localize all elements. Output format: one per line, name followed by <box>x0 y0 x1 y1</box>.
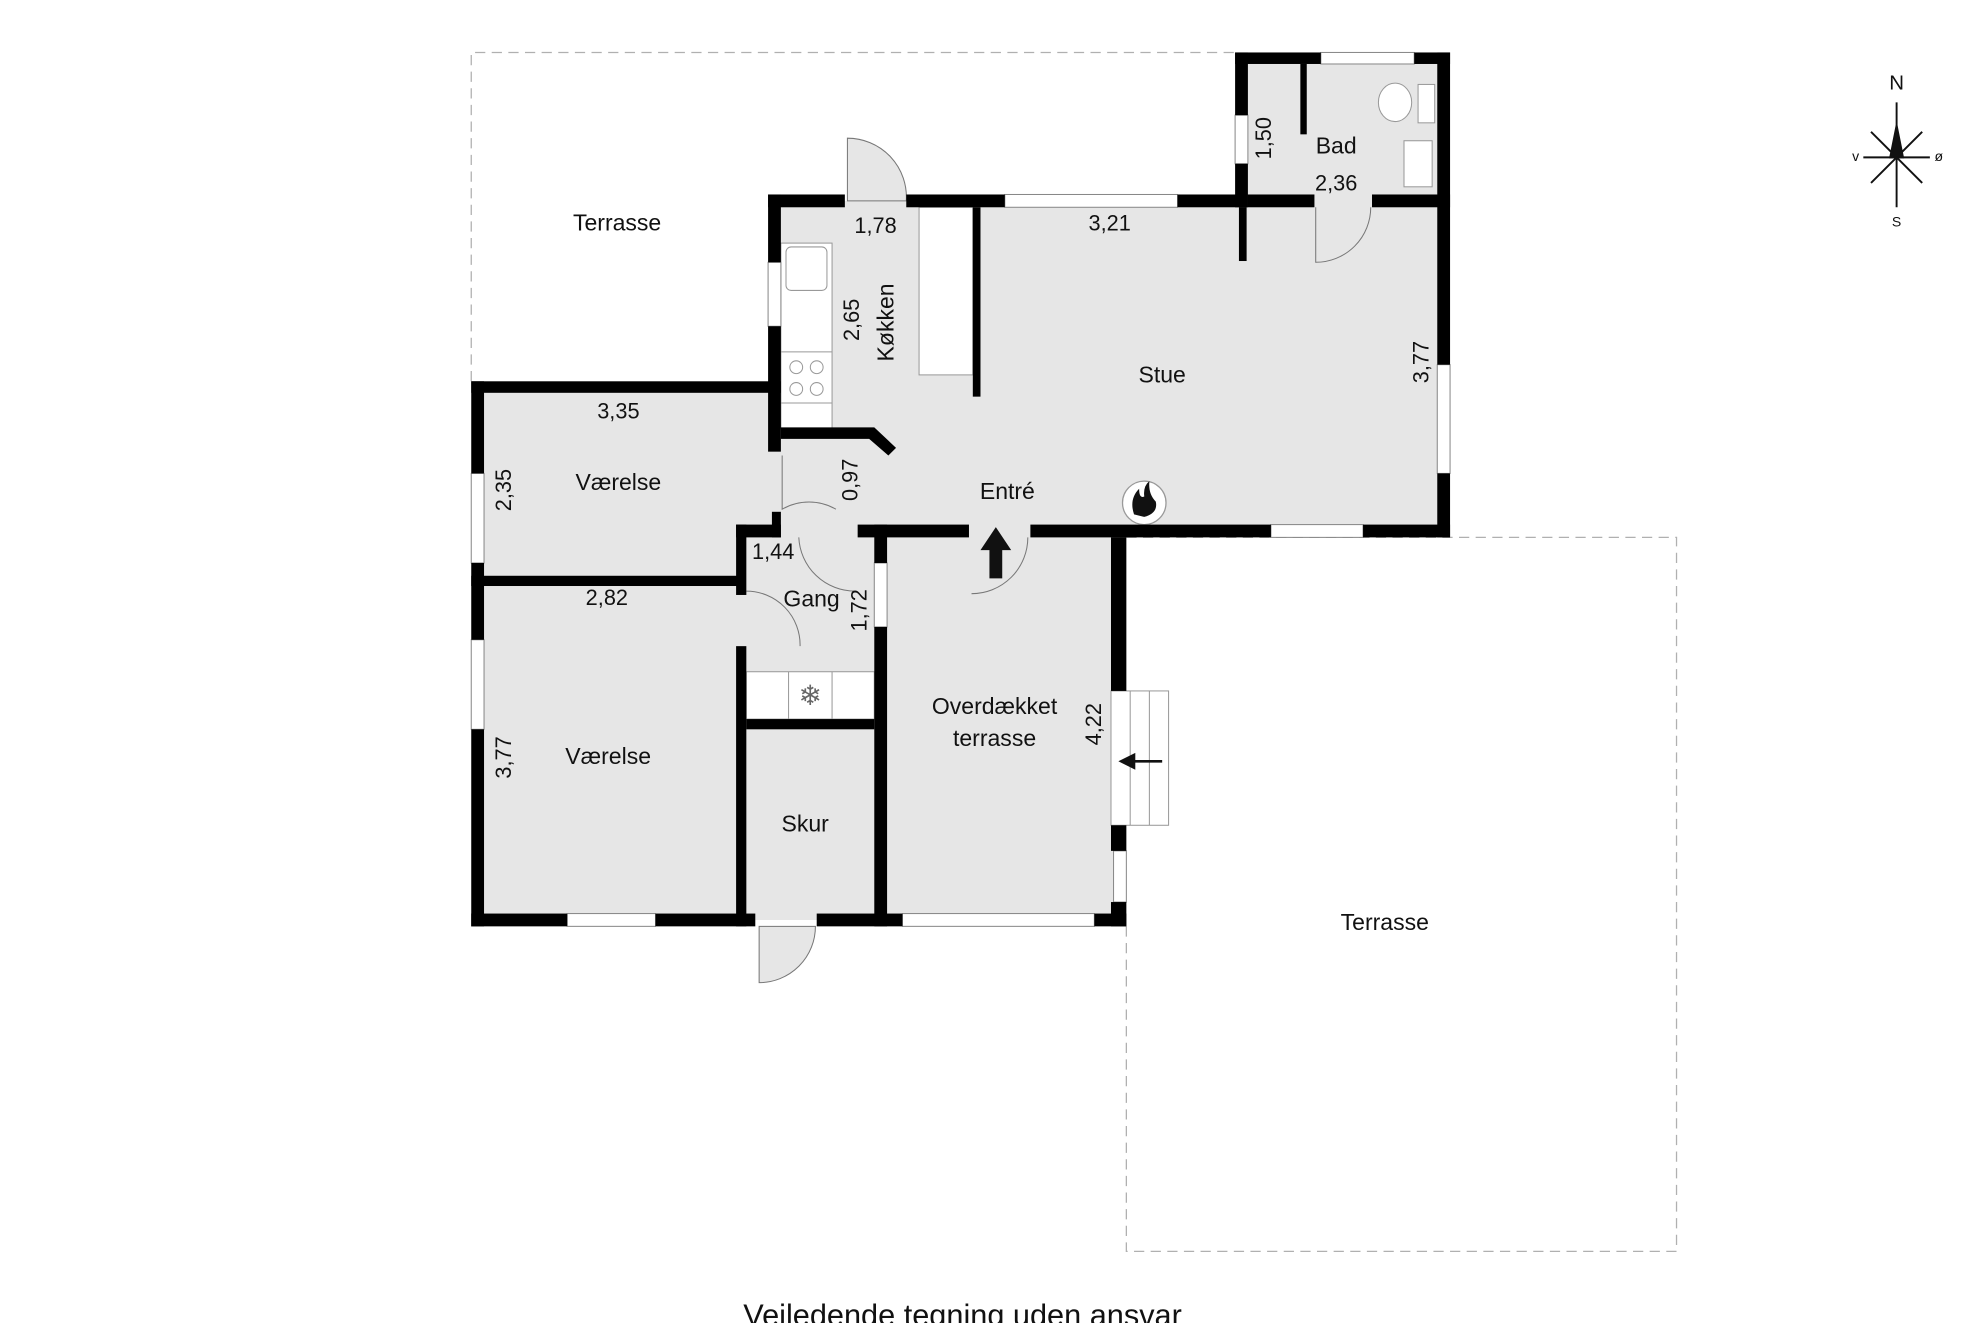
dim-bad-h: 1,50 <box>1251 117 1276 159</box>
windows <box>470 51 1451 927</box>
room-label-overdaekket-1: Overdækket <box>932 693 1058 719</box>
dim-stue-h: 3,77 <box>1408 341 1433 383</box>
room-label-overdaekket-2: terrasse <box>953 725 1036 751</box>
snowflake-icon: ❄ <box>799 680 823 711</box>
room-label-koekken: Køkken <box>872 283 898 361</box>
compass-n: N <box>1889 72 1904 95</box>
dim-vaerelse1-h: 2,35 <box>491 469 516 511</box>
room-label-gang: Gang <box>783 585 839 611</box>
walls <box>471 52 1451 927</box>
dim-koekken-w: 1,78 <box>854 213 896 238</box>
dim-gang-h: 1,72 <box>847 589 872 631</box>
entrance-arrow-icon <box>980 527 1012 579</box>
room-label-vaerelse-2: Værelse <box>565 743 651 769</box>
fireplace-icon <box>1121 480 1167 526</box>
dim-bad-w: 2,36 <box>1315 171 1357 196</box>
terrace-outlines <box>470 51 1678 1252</box>
caption: Vejledende tegning uden ansvar <box>743 1298 1182 1323</box>
dim-gang-w: 1,44 <box>752 539 794 564</box>
compass-s: S <box>1892 213 1901 229</box>
room-label-terrasse-nw: Terrasse <box>573 209 661 235</box>
room-label-terrasse-se: Terrasse <box>1341 909 1429 935</box>
dim-stue-w: 3,21 <box>1089 210 1131 235</box>
dim-entre-w: 0,97 <box>838 459 863 501</box>
compass-icon <box>1863 102 1930 208</box>
room-label-vaerelse-1: Værelse <box>576 469 662 495</box>
dim-koekken-h: 2,65 <box>839 299 864 341</box>
room-fills <box>477 58 1444 920</box>
dim-vaerelse2-w: 2,82 <box>586 585 628 610</box>
fixtures <box>745 82 1436 826</box>
door-swings <box>746 137 1372 984</box>
dim-vaerelse2-h: 3,77 <box>491 736 516 778</box>
room-label-stue: Stue <box>1138 362 1185 388</box>
dim-overdaekket-h: 4,22 <box>1081 703 1106 745</box>
room-label-bad: Bad <box>1316 133 1357 159</box>
dim-vaerelse1-w: 3,35 <box>597 398 639 423</box>
compass-w: v <box>1852 148 1859 164</box>
stair-arrow-icon <box>1118 752 1163 770</box>
room-label-entre: Entré <box>980 478 1035 504</box>
compass-e: ø <box>1935 148 1944 164</box>
room-label-skur: Skur <box>782 811 830 837</box>
